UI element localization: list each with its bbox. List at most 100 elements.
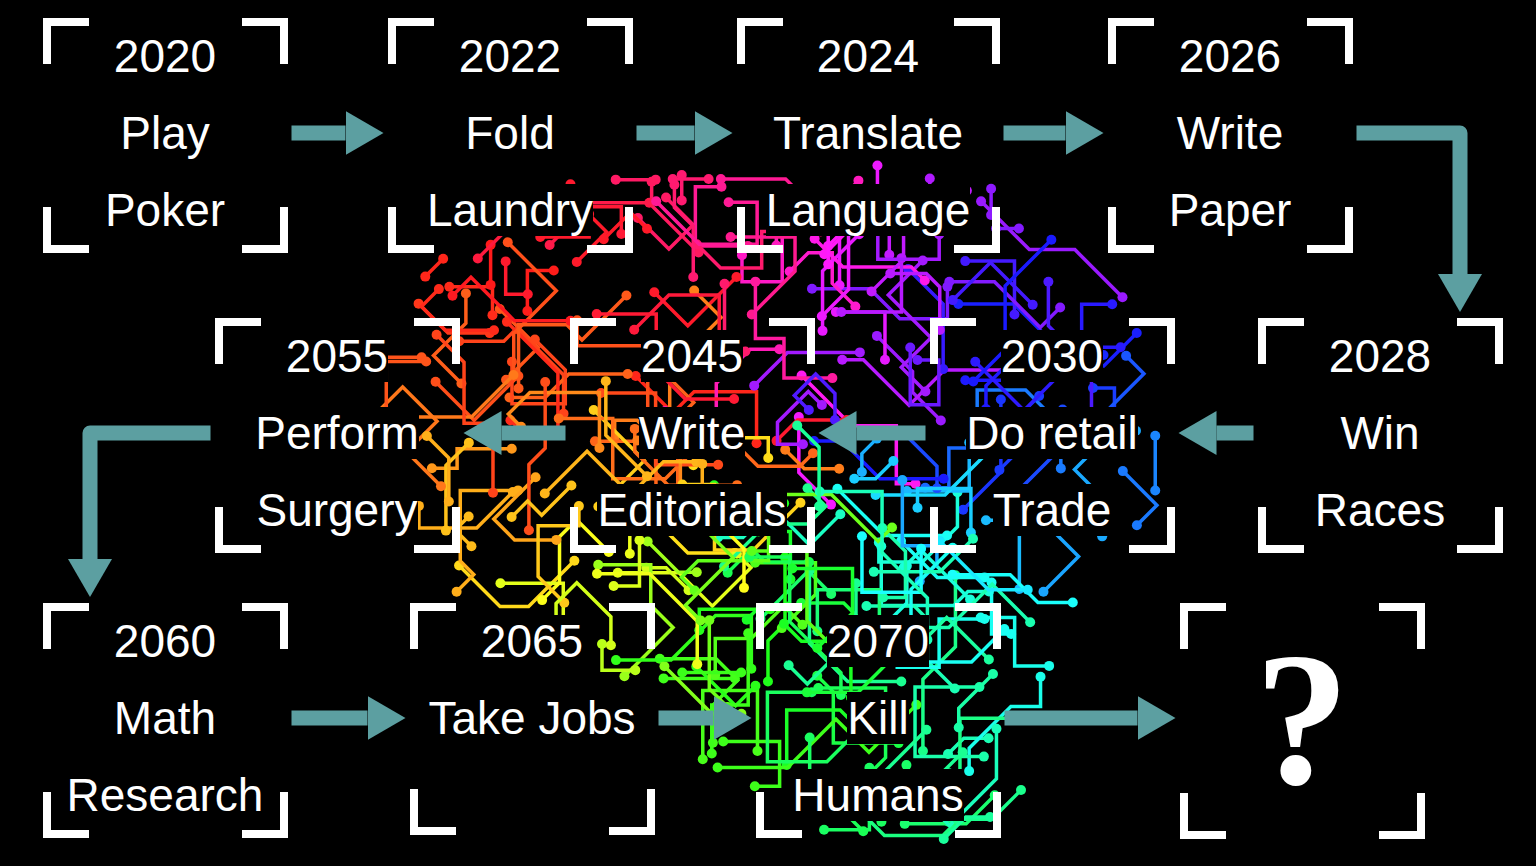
circuit-dot — [461, 288, 471, 298]
flow-arrow — [1357, 133, 1461, 274]
circuit-dot — [716, 182, 726, 192]
circuit-trace — [707, 628, 753, 758]
milestone-label: Write Editorials — [597, 407, 786, 536]
circuit-line — [812, 287, 947, 319]
circuit-dot — [817, 311, 827, 321]
circuit-dot — [431, 377, 441, 387]
circuit-dot — [835, 509, 845, 519]
circuit-line — [453, 277, 571, 321]
circuit-dot — [554, 413, 564, 423]
circuit-dot — [530, 334, 540, 344]
circuit-dot — [473, 253, 483, 263]
circuit-trace — [691, 661, 760, 705]
circuit-trace — [422, 431, 454, 506]
circuit-dot — [729, 394, 739, 404]
milestone-box: 2024Translate Language — [737, 18, 1000, 253]
milestone-box: 2028Win Races — [1258, 318, 1503, 553]
circuit-dot — [812, 643, 822, 653]
circuit-dot — [1036, 672, 1046, 682]
circuit-dot — [968, 534, 978, 544]
circuit-dot — [594, 443, 604, 453]
milestone-box: 2070Kill Humans — [756, 603, 1001, 838]
circuit-dot — [448, 291, 458, 301]
circuit-line — [577, 320, 648, 412]
circuit-dot — [970, 357, 980, 367]
circuit-trace — [655, 654, 738, 748]
circuit-trace — [948, 262, 1038, 309]
circuit-line — [529, 382, 545, 530]
circuit-trace — [777, 391, 826, 449]
circuit-dot — [979, 614, 989, 624]
circuit-dot — [642, 471, 652, 481]
circuit-dot — [1009, 310, 1019, 320]
circuit-dot — [1107, 299, 1117, 309]
circuit-dot — [814, 501, 824, 511]
circuit-dot — [621, 290, 631, 300]
circuit-dot — [661, 192, 671, 202]
circuit-dot — [1038, 587, 1048, 597]
circuit-dot — [647, 177, 657, 187]
text-block: 2065 — [410, 603, 655, 680]
circuit-dot — [609, 581, 619, 591]
bracket-outline — [741, 22, 996, 249]
milestone-box: 2045Write Editorials — [570, 318, 815, 553]
circuit-dot — [780, 445, 790, 455]
circuit-dot — [438, 254, 448, 264]
circuit-trace — [792, 420, 824, 511]
circuit-dot — [1118, 466, 1128, 476]
circuit-dot — [736, 668, 746, 678]
circuit-dot — [836, 307, 846, 317]
text-block: Play Poker — [105, 95, 225, 249]
circuit-dot — [823, 259, 833, 269]
circuit-dot — [420, 272, 430, 282]
circuit-dot — [750, 681, 760, 691]
circuit-dot — [569, 556, 579, 566]
circuit-dot — [704, 615, 714, 625]
circuit-line — [760, 571, 831, 619]
circuit-dot — [592, 309, 602, 319]
text-block: Perform Surgery — [255, 395, 419, 549]
circuit-dot — [452, 587, 462, 597]
text-block: 2028 — [1258, 318, 1503, 395]
circuit-dot — [826, 500, 836, 510]
circuit-dot — [968, 377, 978, 387]
circuit-trace — [501, 256, 533, 299]
circuit-dot — [1016, 785, 1026, 795]
circuit-dot — [659, 673, 669, 683]
circuit-dot — [885, 268, 895, 278]
circuit-dot — [1150, 485, 1160, 495]
circuit-dot — [986, 184, 996, 194]
circuit-dot — [920, 386, 930, 396]
milestone-label: Win Races — [1315, 407, 1445, 536]
circuit-dot — [861, 601, 871, 611]
circuit-dot — [888, 456, 898, 466]
year-label: 2024 — [817, 30, 919, 82]
milestone-label: Write Paper — [1169, 107, 1292, 236]
circuit-line — [489, 245, 493, 285]
circuit-dot — [713, 460, 723, 470]
text-block: Kill Humans — [792, 680, 963, 834]
circuit-dot — [1150, 431, 1160, 441]
milestone-box: 2065Take Jobs — [410, 603, 655, 835]
circuit-dot — [421, 356, 431, 366]
bracket-outline — [934, 322, 1171, 549]
circuit-dot — [855, 347, 865, 357]
circuit-trace — [1118, 466, 1157, 530]
circuit-dot — [434, 284, 444, 294]
circuit-dot — [634, 535, 644, 545]
circuit-dot — [954, 723, 964, 733]
circuit-trace — [420, 254, 448, 282]
circuit-dot — [611, 175, 621, 185]
circuit-trace — [976, 612, 1054, 670]
circuit-dot — [804, 405, 814, 415]
circuit-dot — [1014, 224, 1024, 234]
circuit-line — [814, 441, 944, 479]
circuit-dot — [805, 733, 815, 743]
circuit-dot — [916, 544, 926, 554]
text-block: Take Jobs — [428, 680, 635, 757]
circuit-dot — [808, 448, 818, 458]
text-block: 2030 — [930, 318, 1175, 395]
circuit-trace — [912, 488, 975, 537]
circuit-line — [1123, 471, 1157, 525]
